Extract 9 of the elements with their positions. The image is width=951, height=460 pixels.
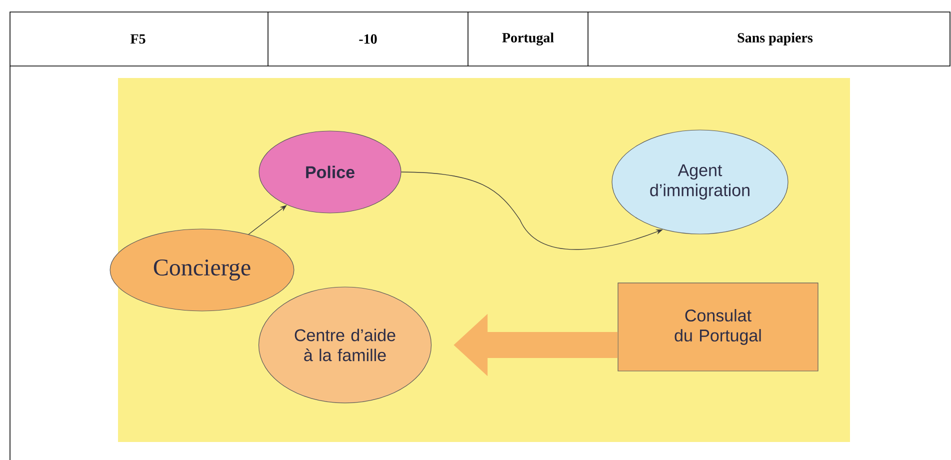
table-cell: Sans papiers [738,32,813,46]
table-cell: -10 [359,34,377,44]
process-box: Consulat du Portugal [618,282,818,372]
table-cell: Portugal [502,32,554,46]
ellipse-node: Centre d’aide à la famille [258,286,432,404]
table-cell: F5 [130,34,146,44]
ellipse-node: Agent d’immigration [612,130,788,234]
ellipse-node: Concierge [110,228,294,312]
ellipse-node: Police [258,130,402,214]
